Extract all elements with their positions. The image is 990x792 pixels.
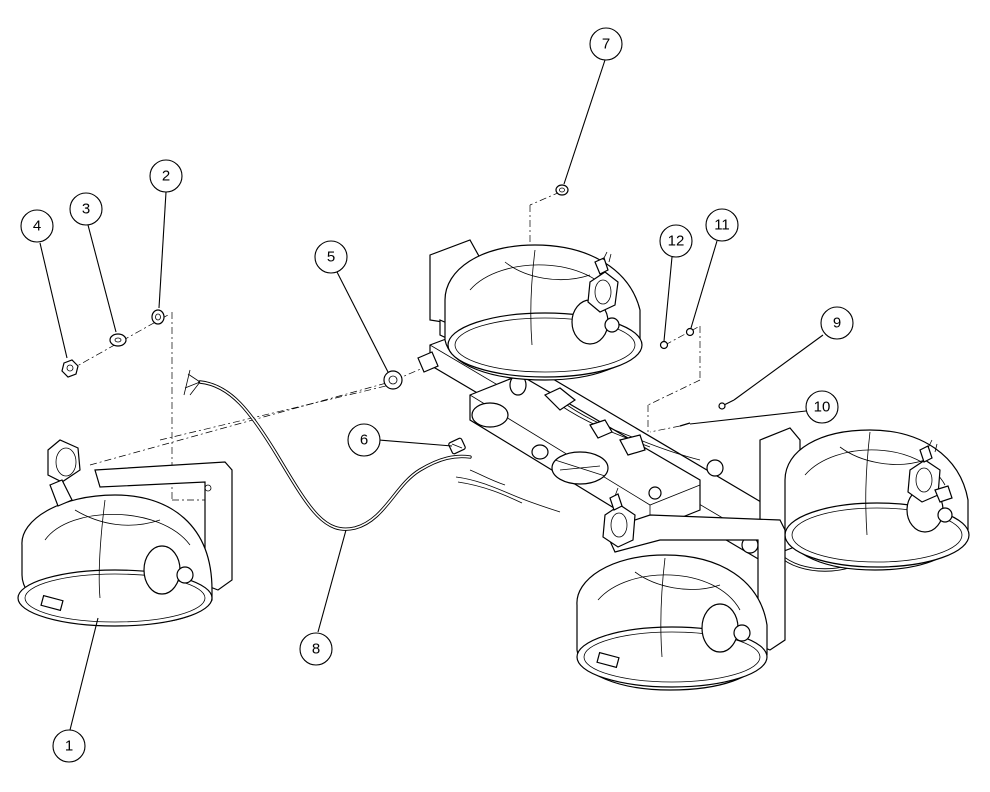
light-bar-frame [417, 329, 801, 561]
callout-7: 7 [589, 27, 623, 61]
callout-label-2: 2 [162, 168, 170, 185]
callout-4: 4 [20, 209, 54, 243]
callout-1: 1 [52, 729, 86, 763]
callout-label-4: 4 [33, 218, 41, 235]
hex-nut-part-4 [61, 359, 79, 378]
nut-part-11 [685, 327, 695, 337]
fitting-part-6 [448, 437, 466, 455]
callout-label-11: 11 [714, 217, 730, 234]
callout-9: 9 [820, 306, 854, 340]
callout-5: 5 [314, 240, 348, 274]
work-light-assembly-rear [429, 239, 643, 381]
work-light-assembly-front [576, 487, 786, 691]
callout-12: 12 [659, 224, 693, 258]
washer-part-12 [659, 340, 669, 350]
callout-label-3: 3 [82, 201, 90, 218]
work-light-assembly-1 [17, 439, 233, 627]
callout-2: 2 [149, 159, 183, 193]
callout-8: 8 [299, 632, 333, 666]
callout-3: 3 [69, 192, 103, 226]
callout-label-7: 7 [602, 36, 610, 53]
callout-10: 10 [805, 390, 839, 424]
callout-6: 6 [347, 423, 381, 457]
leader-lines [39, 59, 824, 731]
nut-part-7 [555, 184, 569, 196]
screw-part-10 [679, 422, 691, 427]
spacer-part-5 [383, 370, 403, 390]
callout-label-5: 5 [327, 249, 335, 266]
callout-label-9: 9 [833, 315, 841, 332]
callout-label-12: 12 [668, 233, 685, 250]
callout-label-8: 8 [312, 641, 320, 658]
bolt-part-9 [718, 399, 735, 410]
callout-label-10: 10 [814, 399, 831, 416]
callout-label-1: 1 [65, 738, 73, 755]
callout-label-6: 6 [360, 432, 368, 449]
lock-washer-part-2 [151, 309, 165, 325]
washer-part-3 [109, 333, 127, 347]
callout-11: 11 [705, 208, 739, 242]
